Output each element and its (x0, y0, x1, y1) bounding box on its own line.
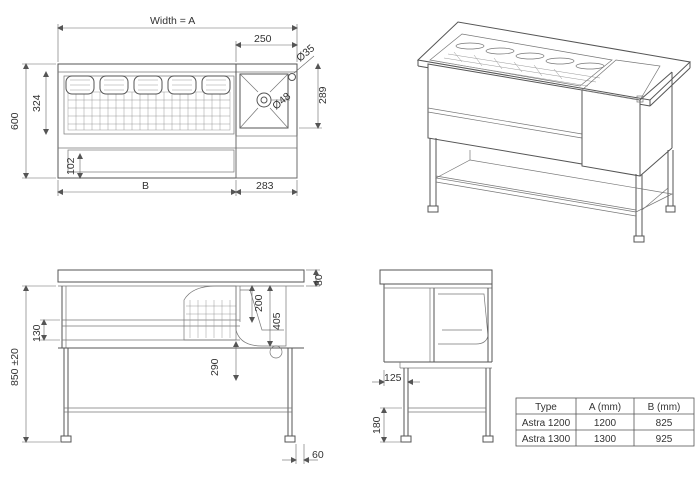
table-cell: 925 (656, 434, 673, 445)
dim-b-top: B (142, 180, 149, 192)
dim-80: 80 (313, 274, 325, 286)
dim-60: 60 (312, 449, 324, 461)
front-view-dimensions: 80 200 405 290 130 850 ±20 60 (9, 269, 325, 464)
dim-283: 283 (256, 180, 274, 192)
dim-324: 324 (31, 94, 43, 112)
table-cell: 1300 (594, 434, 617, 445)
table-header-a: A (mm) (589, 402, 621, 413)
isometric-view (416, 21, 692, 243)
dim-200: 200 (253, 294, 265, 312)
side-view (379, 269, 494, 443)
dim-180: 180 (371, 416, 383, 434)
dim-289: 289 (317, 86, 329, 104)
table-header-type: Type (535, 402, 557, 413)
table-cell: Astra 1200 (522, 418, 571, 429)
dim-width-label: Width = A (150, 15, 195, 27)
dim-35: Ø35 (294, 42, 317, 64)
dim-850: 850 ±20 (9, 348, 21, 386)
dim-290: 290 (209, 358, 221, 376)
table-cell: 825 (656, 418, 673, 429)
table-cell: 1200 (594, 418, 617, 429)
dim-130: 130 (31, 324, 43, 342)
dim-250: 250 (254, 33, 272, 45)
top-view (57, 63, 298, 179)
dim-125: 125 (384, 372, 402, 384)
front-view (57, 269, 305, 443)
top-view-dimensions: Width = A 250 Ø35 Ø48 600 324 289 102 B … (9, 15, 329, 196)
dim-102: 102 (65, 157, 77, 175)
dim-600: 600 (9, 112, 21, 130)
spec-table: Type A (mm) B (mm) Astra 1200 1200 825 A… (515, 397, 695, 447)
table-cell: Astra 1300 (522, 434, 571, 445)
table-header-b: B (mm) (648, 402, 681, 413)
side-view-dimensions: 125 180 (371, 370, 420, 443)
dim-405: 405 (271, 312, 283, 330)
dim-48: Ø48 (270, 90, 293, 112)
